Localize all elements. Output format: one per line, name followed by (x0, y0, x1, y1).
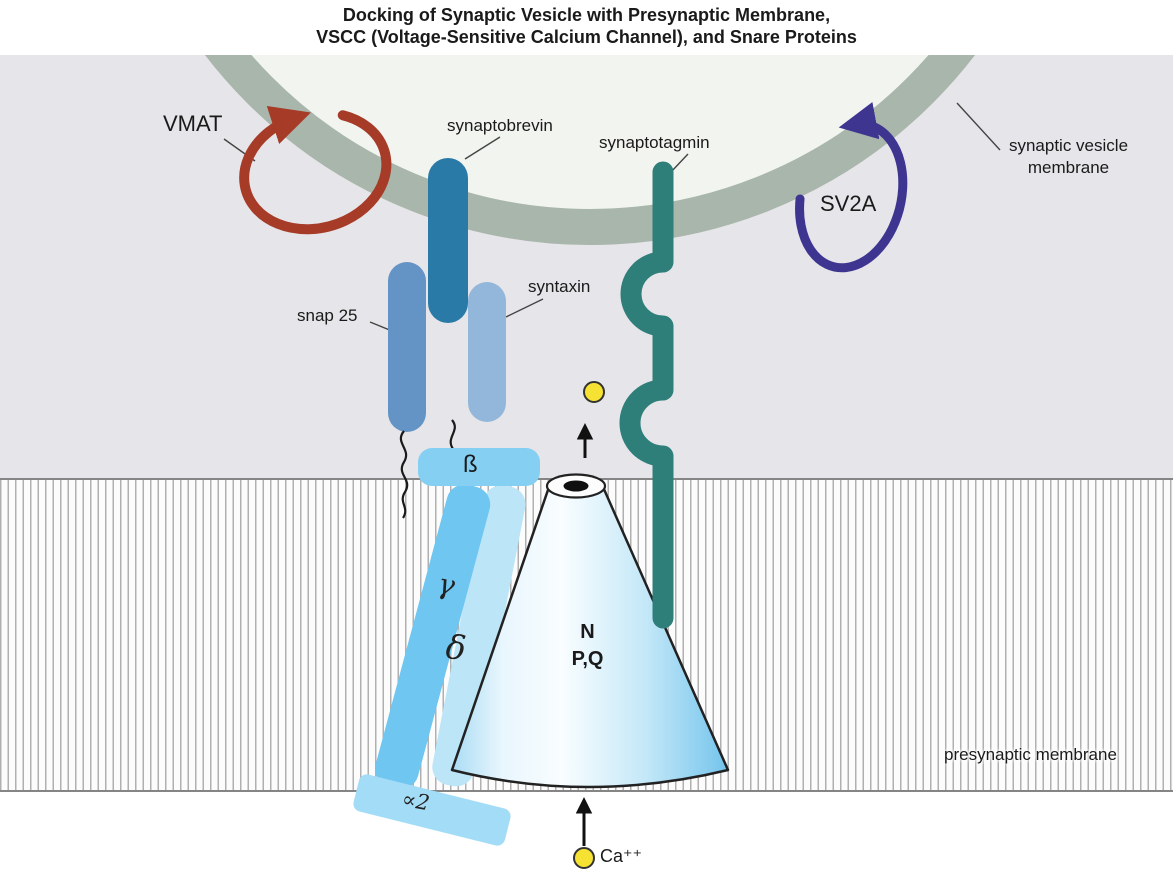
synaptobrevin-pointer-line (464, 136, 501, 160)
presynaptic-membrane-label: presynaptic membrane (944, 745, 1117, 764)
delta-subunit-label: δ (444, 627, 468, 668)
calcium-ion-bottom (573, 847, 595, 869)
syntaxin-pointer-line (505, 298, 544, 318)
synaptotagmin-structure (619, 161, 674, 629)
alpha2-subunit-bar (353, 774, 511, 846)
title-line-2: VSCC (Voltage-Sensitive Calcium Channel)… (316, 27, 857, 47)
sv2a-label: SV2A (820, 191, 877, 216)
channel-pore (563, 480, 589, 492)
calcium-ion-label: Ca⁺⁺ (600, 846, 643, 866)
synaptotagmin-pointer-line (670, 153, 689, 173)
vmat-label: VMAT (163, 111, 223, 136)
sv2a-cycle-arrow-icon (795, 102, 908, 273)
vesicle-membrane-pointer-line (956, 102, 1001, 151)
synaptotagmin-label: synaptotagmin (599, 133, 710, 152)
syntaxin-bar (468, 282, 506, 422)
alpha2-subunit-label: ∝2 (400, 786, 432, 816)
beta-subunit-label: ß (463, 451, 478, 478)
synaptic-vesicle-membrane-arc (205, 55, 975, 245)
channel-type-pq-label: P,Q (571, 648, 604, 670)
synaptobrevin-label: synaptobrevin (447, 116, 553, 135)
beta-subunit-bar (418, 448, 540, 486)
gamma-delta-subunit-bar (375, 484, 491, 790)
channel-type-label: N P,Q (545, 621, 630, 671)
inner-subunit-bar (432, 485, 526, 787)
title-line-1: Docking of Synaptic Vesicle with Presyna… (342, 5, 831, 25)
snap25-label: snap 25 (297, 306, 358, 325)
synaptic-vesicle (205, 55, 975, 245)
synaptobrevin-bar (428, 158, 468, 323)
snap25-tail-squiggle (399, 430, 409, 519)
calcium-ion-top (583, 381, 605, 403)
synaptic-vesicle-membrane-label: synaptic vesicle membrane (991, 135, 1146, 179)
synaptic-vesicle-membrane-label-line1: synaptic vesicle (1008, 136, 1129, 155)
vscc-channel-cone (450, 473, 730, 789)
channel-type-n-label: N (580, 621, 595, 643)
synaptic-vesicle-membrane-label-line2: membrane (1027, 158, 1110, 177)
vmat-cycle-arrow-icon (239, 106, 392, 235)
diagram-title: Docking of Synaptic Vesicle with Presyna… (0, 4, 1173, 48)
syntaxin-label: syntaxin (528, 277, 591, 296)
snap25-bar (388, 262, 426, 432)
